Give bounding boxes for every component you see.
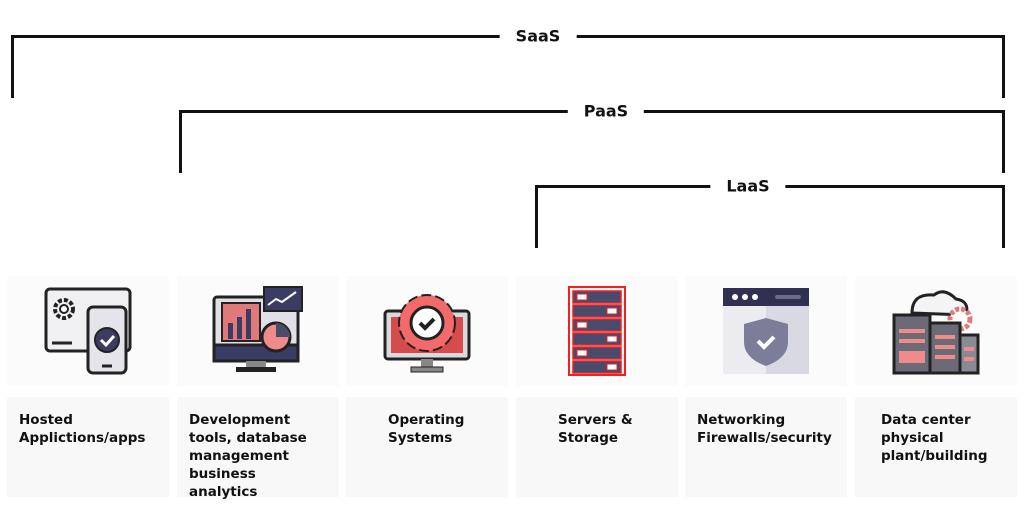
firewall-shield-icon bbox=[723, 288, 809, 374]
paas-label: PaaS bbox=[567, 101, 645, 121]
column-label-hosted-apps: Hosted Applictions/apps bbox=[7, 397, 169, 497]
column-label-servers: Servers & Storage bbox=[516, 397, 678, 497]
analytics-monitor-icon bbox=[212, 286, 303, 372]
os-gear-monitor-icon bbox=[383, 294, 471, 373]
column-icon-box bbox=[855, 276, 1017, 386]
app-devices-icon bbox=[44, 287, 132, 375]
column-icon-box bbox=[516, 276, 678, 386]
laas-label: LaaS bbox=[710, 176, 786, 196]
column-label-dev-tools: Development tools, database management b… bbox=[177, 397, 339, 500]
column-label-networking: Networking Firewalls/security bbox=[685, 397, 847, 497]
column-icon-box bbox=[177, 276, 339, 386]
saas-label: SaaS bbox=[499, 26, 577, 46]
data-center-icon bbox=[892, 290, 980, 375]
column-icon-box bbox=[346, 276, 508, 386]
column-label-data-center: Data center physical plant/building bbox=[855, 397, 1017, 497]
column-label-os: Operating Systems bbox=[346, 397, 508, 497]
server-rack-icon bbox=[568, 286, 626, 376]
column-icon-box bbox=[685, 276, 847, 386]
column-icon-box bbox=[7, 276, 169, 386]
